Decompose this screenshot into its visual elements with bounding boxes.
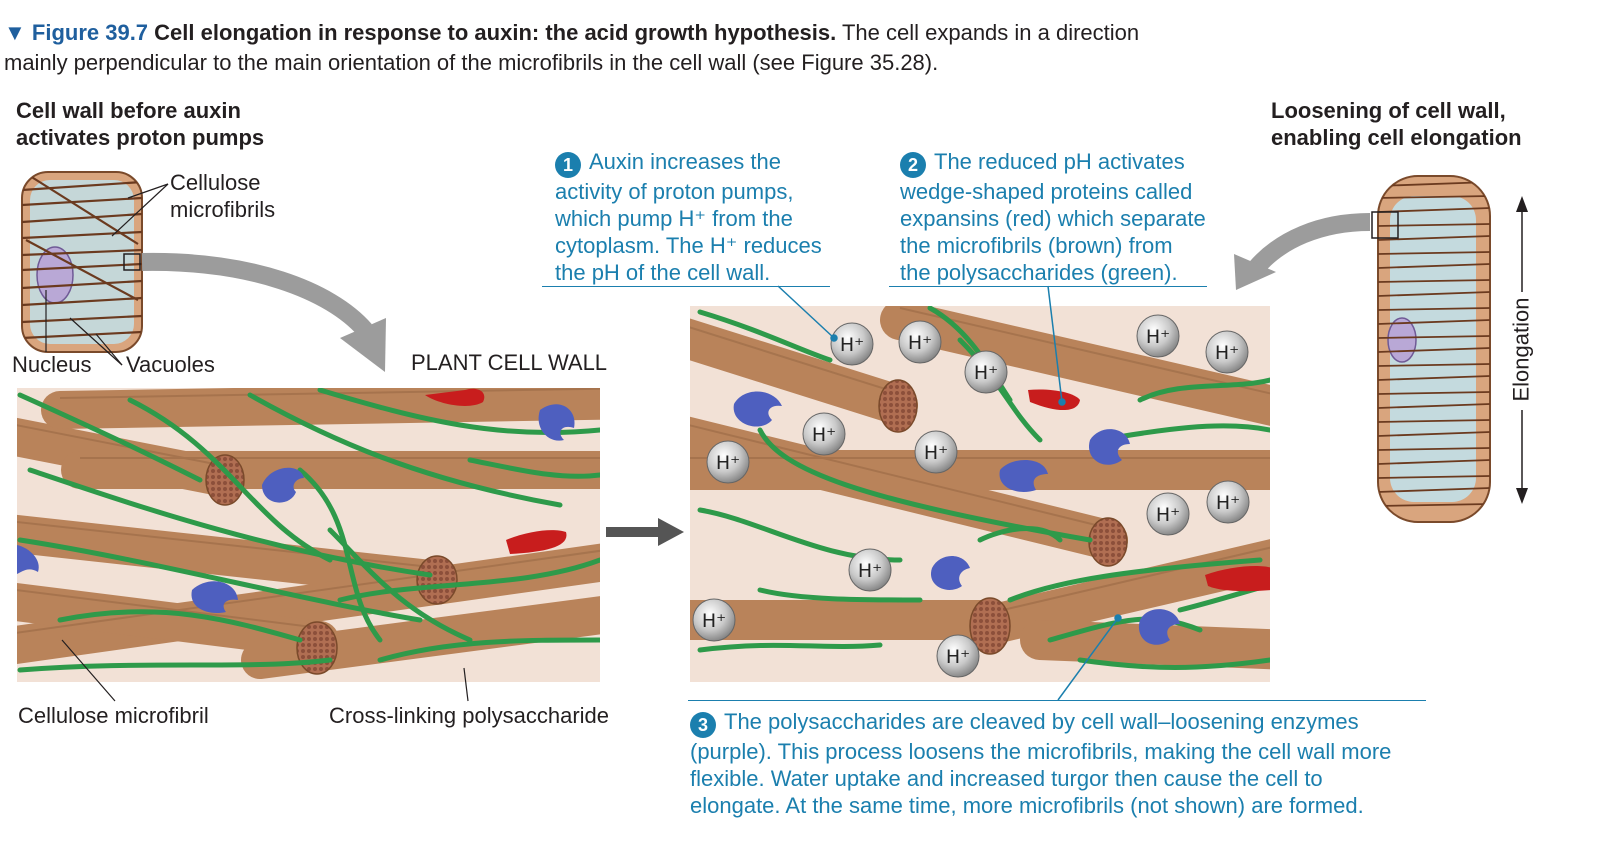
- proton-ions: H⁺ H⁺ H⁺ H⁺ H⁺ H⁺ H⁺ H⁺ H⁺ H⁺ H⁺ H⁺ H⁺: [692, 314, 1250, 678]
- h-ion: H⁺: [802, 412, 846, 456]
- step-leaders: [777, 285, 1122, 701]
- curved-arrow-right-head: [1234, 254, 1276, 290]
- h-ion: H⁺: [692, 598, 736, 642]
- h-ion: H⁺: [848, 548, 892, 592]
- step-1-number: 1: [555, 152, 581, 178]
- svg-text:H⁺: H⁺: [1156, 504, 1180, 526]
- step-3-number: 3: [690, 712, 716, 738]
- small-cell-leaders: [45, 183, 169, 366]
- transition-arrow: [606, 518, 684, 546]
- svg-text:H⁺: H⁺: [716, 452, 740, 474]
- figure-label: ▼ Figure 39.7: [4, 20, 149, 45]
- h-ion: H⁺: [706, 440, 750, 484]
- step-3-rule: [688, 700, 1426, 701]
- before-heading: Cell wall before auxin activates proton …: [16, 98, 265, 150]
- svg-text:H⁺: H⁺: [1216, 492, 1240, 514]
- svg-text:H⁺: H⁺: [974, 362, 998, 384]
- left-panel-leaders: [61, 639, 469, 702]
- figure-text: The cell expands in a direction mainly p…: [4, 20, 1140, 75]
- h-ion: H⁺: [1146, 492, 1190, 536]
- svg-text:H⁺: H⁺: [908, 332, 932, 354]
- h-ion: H⁺: [914, 430, 958, 474]
- cellulose-microfibrils-label: Cellulose microfibrils: [170, 170, 276, 222]
- h-ion: H⁺: [964, 350, 1008, 394]
- step-1-rule: [542, 286, 830, 287]
- step-2-rule: [889, 286, 1207, 287]
- cross-linking-polysaccharide-label: Cross-linking polysaccharide: [329, 703, 610, 728]
- step-2-number: 2: [900, 152, 926, 178]
- h-ion: H⁺: [1136, 314, 1180, 358]
- elongation-label: Elongation: [1508, 297, 1534, 402]
- svg-text:H⁺: H⁺: [702, 610, 726, 632]
- h-ion: H⁺: [1205, 330, 1249, 374]
- elongation-arrow: [1516, 196, 1528, 504]
- svg-text:H⁺: H⁺: [858, 560, 882, 582]
- vacuoles-label: Vacuoles: [126, 352, 215, 377]
- cell-wall-panel-before: [17, 388, 600, 682]
- h-ion: H⁺: [936, 634, 980, 678]
- figure-title: Cell elongation in response to auxin: th…: [154, 20, 837, 45]
- elongated-cell-after: [1371, 175, 1491, 523]
- h-ion: H⁺: [1206, 480, 1250, 524]
- cellulose-microfibril-label: Cellulose microfibril: [18, 703, 209, 728]
- after-heading: Loosening of cell wall, enabling cell el…: [1271, 98, 1522, 150]
- curved-arrow-right: [1249, 213, 1371, 275]
- svg-text:H⁺: H⁺: [812, 424, 836, 446]
- curved-arrow-left-head: [340, 318, 386, 372]
- figure-caption: ▼ Figure 39.7 Cell elongation in respons…: [4, 18, 1184, 78]
- nucleus-label: Nucleus: [12, 352, 92, 377]
- curved-arrow-left: [141, 252, 372, 337]
- cell-wall-panel-after: [690, 306, 1270, 682]
- svg-text:H⁺: H⁺: [1215, 342, 1239, 364]
- plant-cell-wall-label: PLANT CELL WALL: [411, 350, 608, 375]
- svg-text:H⁺: H⁺: [840, 334, 864, 356]
- h-ion: H⁺: [830, 322, 874, 366]
- small-cell-before: [21, 171, 143, 353]
- svg-text:H⁺: H⁺: [924, 442, 948, 464]
- h-ion: H⁺: [898, 320, 942, 364]
- svg-text:H⁺: H⁺: [946, 646, 970, 668]
- svg-text:H⁺: H⁺: [1146, 326, 1170, 348]
